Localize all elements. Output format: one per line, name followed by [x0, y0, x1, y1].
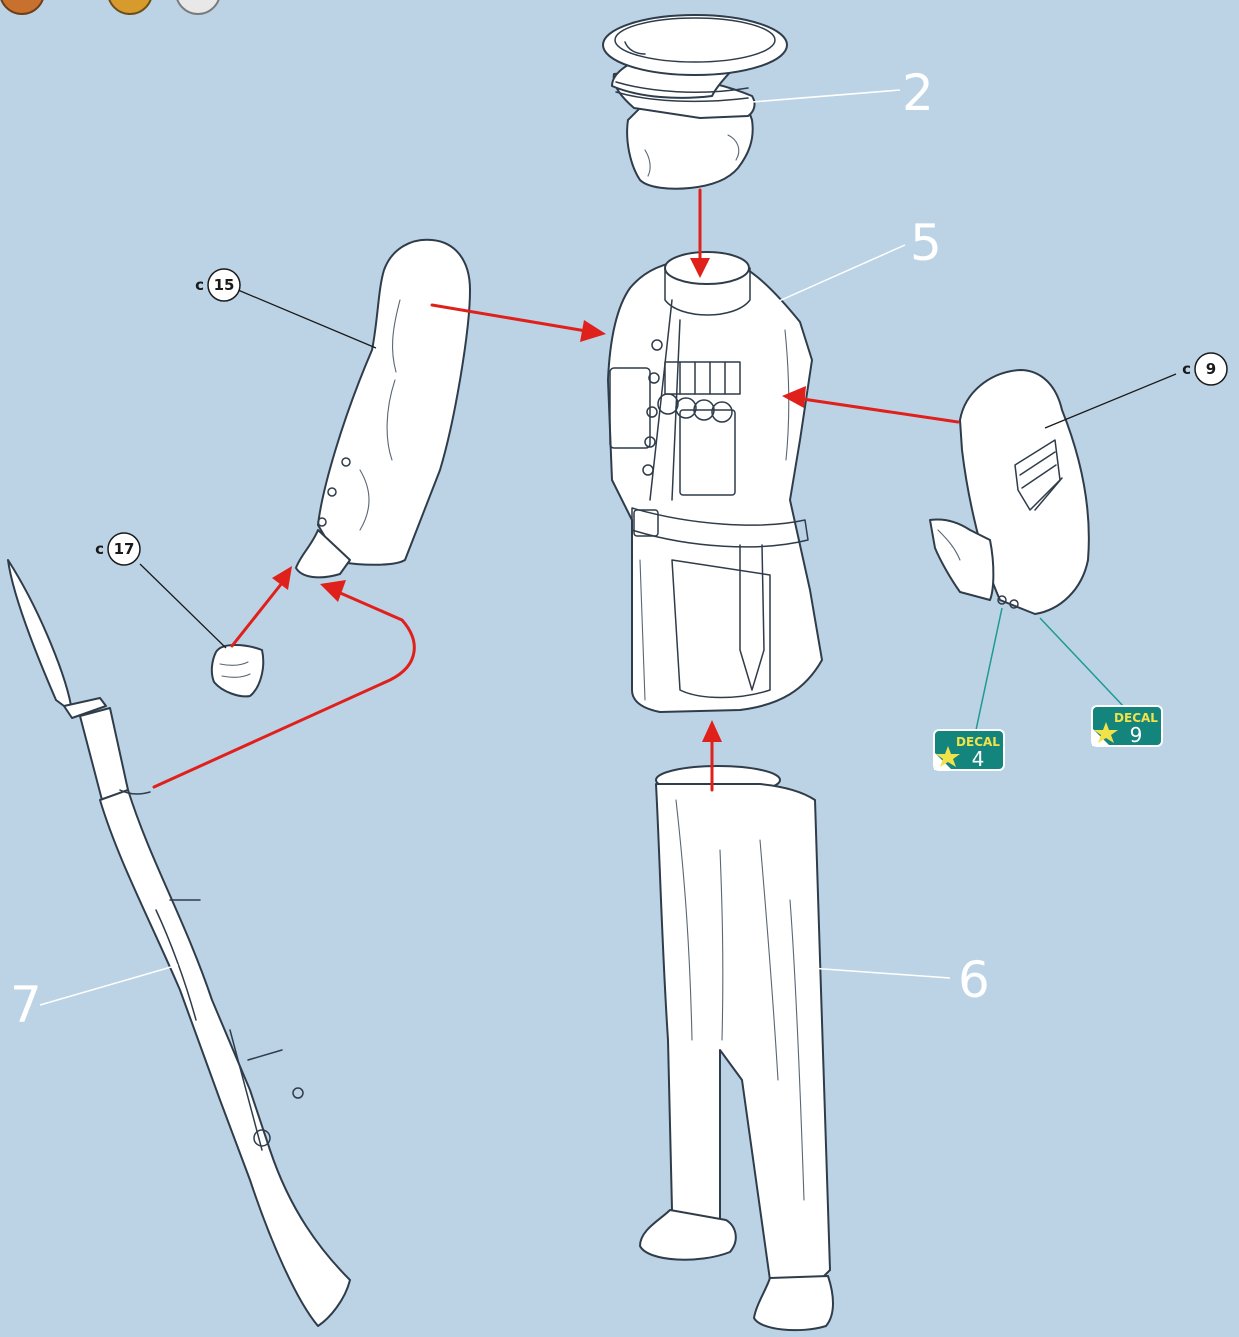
- assembly-arrows: [154, 190, 958, 790]
- medal-icon: [108, 0, 152, 14]
- rifle-part: [8, 560, 350, 1326]
- svg-text:9: 9: [1206, 360, 1216, 378]
- hand-part: [212, 645, 263, 696]
- arrow-leftarm-to-torso: [796, 398, 958, 422]
- arrowhead: [320, 580, 346, 602]
- left-arm-part: [930, 370, 1089, 614]
- svg-text:9: 9: [1130, 723, 1143, 747]
- decal-badge-4: DECAL 4: [934, 730, 1004, 771]
- part-number-rifle: 7: [10, 976, 42, 1034]
- callout-hand: c 17: [95, 533, 140, 565]
- svg-text:4: 4: [972, 747, 985, 771]
- part-number-torso: 5: [910, 214, 942, 272]
- svg-text:15: 15: [214, 276, 235, 294]
- decal-badge-9: DECAL 9: [1092, 706, 1162, 747]
- svg-text:c: c: [95, 540, 104, 558]
- torso-part: [608, 252, 822, 712]
- svg-text:17: 17: [114, 540, 135, 558]
- arrowhead: [702, 720, 722, 742]
- part-number-legs: 6: [958, 951, 990, 1009]
- svg-text:c: c: [1182, 360, 1191, 378]
- arrowhead: [580, 320, 606, 342]
- svg-text:c: c: [195, 276, 204, 294]
- arrow-hand-to-arm: [232, 583, 282, 646]
- arrowhead: [272, 566, 292, 590]
- callout-left-arm: c 9: [1182, 353, 1227, 385]
- right-arm-part: [296, 240, 470, 578]
- part-number-head: 2: [902, 64, 934, 122]
- legs-part: [640, 766, 833, 1330]
- medal-icons: [0, 0, 220, 14]
- arrow-rifle-to-arm: [154, 592, 414, 787]
- callout-right-arm: c 15: [195, 269, 240, 301]
- medal-icon: [0, 0, 44, 14]
- medal-icon: [176, 0, 220, 14]
